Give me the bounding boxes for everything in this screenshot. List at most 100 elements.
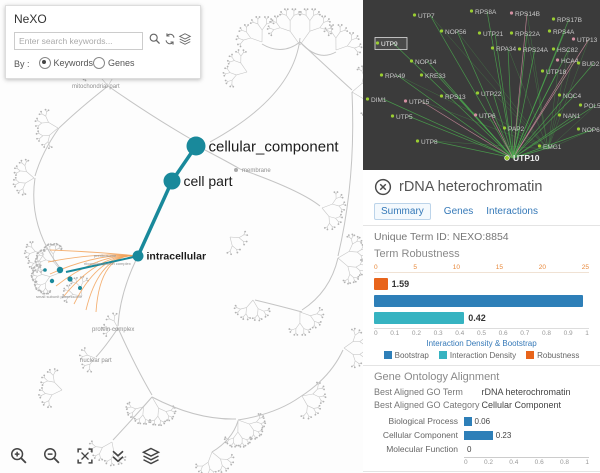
tree-minor-label: ribonucleoprotein complex <box>84 261 131 266</box>
axis-tick: 0.9 <box>563 330 573 337</box>
network-node-NOP6[interactable]: NOP6 <box>582 127 600 134</box>
network-node-HSC82[interactable]: HSC82 <box>557 47 578 54</box>
go-row-label: Best Aligned GO Term <box>374 387 463 397</box>
layers-icon[interactable] <box>177 31 192 46</box>
refresh-icon[interactable] <box>162 31 177 46</box>
search-mode-options: Keywords Genes <box>38 56 135 71</box>
axis-tick: 0.3 <box>433 330 443 337</box>
network-node-UTP7[interactable]: UTP7 <box>418 13 435 20</box>
network-node-UTP21[interactable]: UTP21 <box>483 31 504 38</box>
network-node-UTP15[interactable]: UTP15 <box>409 99 430 106</box>
robustness-heading: Term Robustness <box>374 248 460 260</box>
network-node-RPS14B[interactable]: RPS14B <box>515 11 540 18</box>
search-input[interactable] <box>14 31 143 50</box>
tree-minor-label: preribosome <box>94 253 117 258</box>
network-node-UTP18[interactable]: UTP18 <box>546 69 567 76</box>
bar-biological-process <box>464 416 472 426</box>
network-node-HCA4[interactable]: HCA4 <box>561 58 579 65</box>
gene-network-canvas[interactable]: UTP7 RPS8A RPS14B RPS17B NOP56 UTP21 RPS22A RPS… <box>363 0 600 170</box>
term-id: Unique Term ID: NEXO:8854 <box>374 231 509 243</box>
axis-tick: 25 <box>581 264 589 271</box>
layers-button[interactable] <box>140 445 162 467</box>
network-node-NAN1[interactable]: NAN1 <box>563 113 581 120</box>
bar-value-label: 0.42 <box>468 312 486 323</box>
radio-keywords[interactable]: Keywords <box>38 56 93 69</box>
network-node-RPA49[interactable]: RPA49 <box>385 73 405 80</box>
network-node-PAP2[interactable]: PAP2 <box>508 126 525 133</box>
radio-dot[interactable] <box>38 56 51 69</box>
bar-cellular-component <box>464 430 493 440</box>
tab-summary[interactable]: Summary <box>374 203 431 220</box>
network-node-EMG1[interactable]: EMG1 <box>543 144 562 151</box>
tree-minor-label: nuclear part <box>80 358 112 364</box>
axis-tick: 0.2 <box>411 330 421 337</box>
tree-node-cellular-component[interactable] <box>186 136 206 156</box>
tab-interactions[interactable]: Interactions <box>486 206 538 217</box>
divider <box>363 471 600 472</box>
app-title: NeXO <box>14 12 47 26</box>
network-node-UTP6[interactable]: UTP6 <box>479 113 496 120</box>
network-node-UTP22[interactable]: UTP22 <box>481 91 502 98</box>
network-node-RPA34[interactable]: RPA34 <box>496 46 516 53</box>
search-icon[interactable] <box>147 31 162 46</box>
network-node-DIM1[interactable]: DIM1 <box>371 97 387 104</box>
radio-dot[interactable] <box>93 56 106 69</box>
interaction-edge <box>95 255 139 313</box>
tree-node-label[interactable]: intracellular <box>147 251 207 263</box>
tree-node-label[interactable]: cell part <box>184 173 233 189</box>
network-node-RPS22A[interactable]: RPS22A <box>515 31 541 38</box>
network-node-UTP9[interactable]: UTP9 <box>381 41 398 48</box>
axis-tick: 0.6 <box>498 330 508 337</box>
zoom-in-button[interactable] <box>8 445 30 467</box>
network-node-RPS8A[interactable]: RPS8A <box>475 9 497 16</box>
network-node-NOC4[interactable]: NOC4 <box>563 93 581 100</box>
fit-to-screen-button[interactable] <box>74 445 96 467</box>
tab-genes[interactable]: Genes <box>443 206 474 217</box>
network-node-NOP14[interactable]: NOP14 <box>415 59 437 66</box>
network-node-RPS13[interactable]: RPS13 <box>445 94 466 101</box>
go-chart-category: Molecular Function <box>386 444 458 454</box>
radio-genes[interactable]: Genes <box>93 56 135 69</box>
collapse-chevrons-button[interactable] <box>107 445 129 467</box>
bar-interaction-density <box>374 311 465 324</box>
network-node-UTP8[interactable]: UTP8 <box>421 139 438 146</box>
network-node-KRE33[interactable]: KRE33 <box>425 73 446 80</box>
robustness-bar-row <box>374 294 589 307</box>
gene-network-panel[interactable]: UTP7 RPS8A RPS14B RPS17B NOP56 UTP21 RPS22A RPS… <box>363 0 600 170</box>
detail-header: rDNA heterochromatin <box>374 178 589 196</box>
legend-item: Bootstrap <box>383 351 429 360</box>
divider <box>363 225 600 226</box>
tree-node-label[interactable]: cellular_component <box>209 138 340 155</box>
network-node-RPS24A[interactable]: RPS24A <box>523 47 549 54</box>
network-node-UTP10[interactable]: UTP10 <box>513 153 540 163</box>
bar-value-label: 0.23 <box>495 430 512 440</box>
bar-robustness <box>374 277 388 290</box>
tree-node-cell-part[interactable] <box>163 172 181 190</box>
network-node-RPS4A[interactable]: RPS4A <box>553 29 575 36</box>
radio-label: Genes <box>108 57 135 68</box>
axis-tick: 1 <box>585 459 589 466</box>
term-title: rDNA heterochromatin <box>399 179 543 195</box>
axis-tick: 0.1 <box>390 330 400 337</box>
network-node-UTP13[interactable]: UTP13 <box>577 37 598 44</box>
close-icon[interactable] <box>374 178 392 196</box>
legend-swatch <box>383 351 392 359</box>
tree-node-intracellular[interactable] <box>132 250 144 262</box>
network-node-UTP5[interactable]: UTP5 <box>396 114 413 121</box>
network-node-POL5[interactable]: POL5 <box>584 103 600 110</box>
axis-tick: 0.7 <box>520 330 530 337</box>
right-column: UTP7 RPS8A RPS14B RPS17B NOP56 UTP21 RPS22A RPS… <box>363 0 600 473</box>
zoom-out-button[interactable] <box>41 445 63 467</box>
network-node-BUD21[interactable]: BUD21 <box>582 61 600 68</box>
network-node-RPS17B[interactable]: RPS17B <box>557 17 582 24</box>
network-node-NOP56[interactable]: NOP56 <box>445 29 467 36</box>
